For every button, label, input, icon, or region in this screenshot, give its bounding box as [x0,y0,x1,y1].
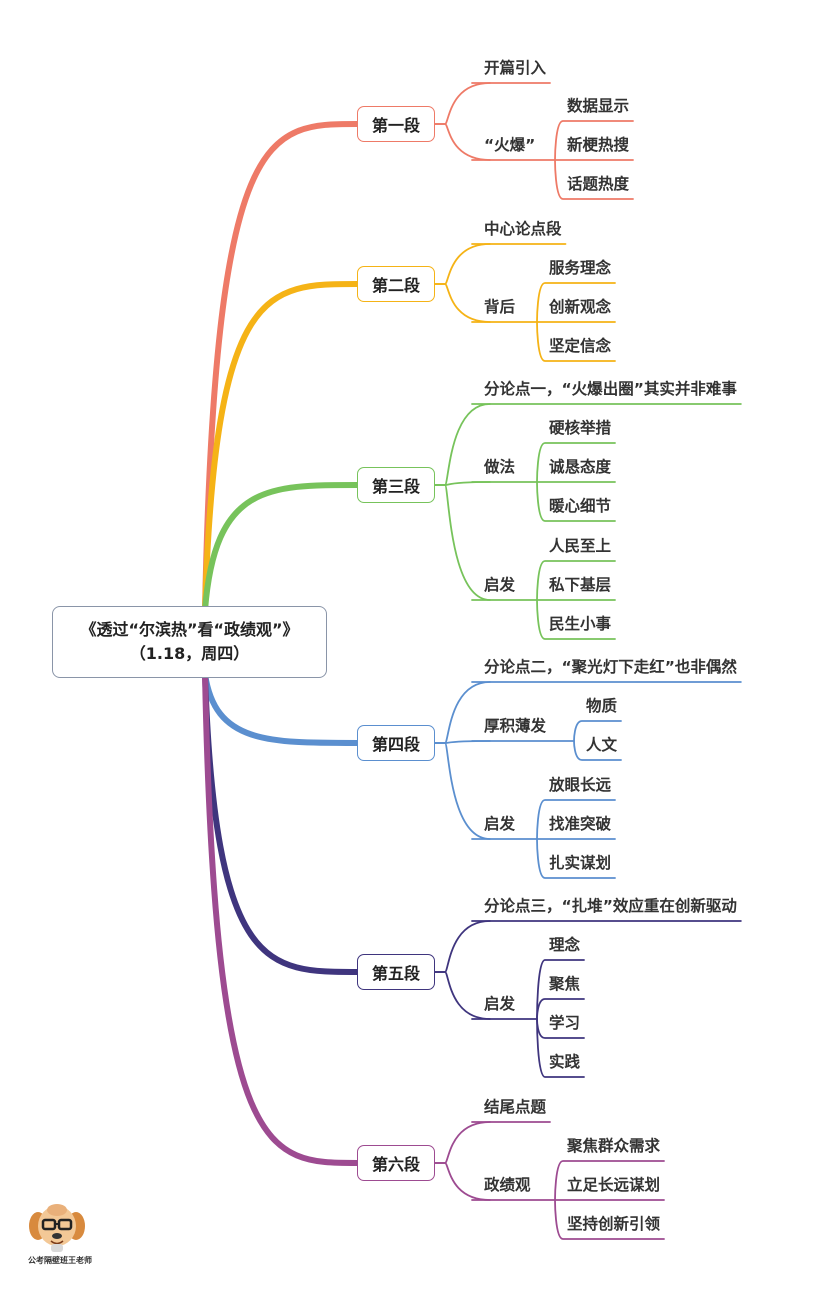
branch-connector [434,742,491,840]
branch-label-1-1[interactable]: 开篇引入 [484,59,547,77]
leaf-label-5-2-4[interactable]: 实践 [549,1053,581,1071]
branch-connector [434,920,491,973]
watermark-text: 公考隔壁班王老师 [28,1256,92,1265]
branch-label-5-1[interactable]: 分论点三，“扎堆”效应重在创新驱动 [484,897,737,915]
trunk-connector [202,671,360,975]
leaf-label-3-3-2[interactable]: 私下基层 [549,576,612,594]
trunk-connector [202,482,360,613]
leaf-label-4-2-1[interactable]: 物质 [586,697,618,715]
branch-label-2-2[interactable]: 背后 [484,298,516,316]
branch-label-4-2[interactable]: 厚积薄发 [484,717,547,735]
branch-connector [434,971,491,1020]
section-node-5[interactable]: 第五段 [357,954,435,990]
leaf-label-2-2-3[interactable]: 坚定信念 [549,337,612,355]
section-node-3[interactable]: 第三段 [357,467,435,503]
leaf-label-4-3-3[interactable]: 扎实谋划 [549,854,612,872]
leaf-connector [536,599,616,640]
leaf-connector [573,740,622,761]
branch-connector [434,123,491,161]
leaf-label-2-2-1[interactable]: 服务理念 [549,259,612,277]
branch-connector [434,681,491,744]
branch-connector [434,1162,491,1201]
branch-label-4-3[interactable]: 启发 [484,815,516,833]
leaf-label-6-2-1[interactable]: 聚焦群众需求 [567,1137,661,1155]
root-subtitle: （1.18，周四） [129,644,250,663]
branch-label-5-2[interactable]: 启发 [484,995,516,1013]
leaf-label-1-2-1[interactable]: 数据显示 [567,97,630,115]
trunk-connector [202,281,360,613]
leaf-connector [536,481,616,522]
section-node-4[interactable]: 第四段 [357,725,435,761]
branch-label-6-2[interactable]: 政绩观 [484,1176,531,1194]
branch-connector [434,484,491,601]
root-node[interactable]: 《透过“尔滨热”看“政绩观”》 （1.18，周四） [52,606,327,678]
leaf-label-3-3-1[interactable]: 人民至上 [549,537,612,555]
leaf-label-4-2-2[interactable]: 人文 [586,736,618,754]
leaf-label-2-2-2[interactable]: 创新观念 [549,298,612,316]
section-node-6[interactable]: 第六段 [357,1145,435,1181]
leaf-label-3-2-1[interactable]: 硬核举措 [549,419,612,437]
branch-connector [434,1121,491,1164]
leaf-label-1-2-3[interactable]: 话题热度 [567,175,630,193]
leaf-label-6-2-3[interactable]: 坚持创新引领 [567,1215,661,1233]
root-title: 《透过“尔滨热”看“政绩观”》 [80,620,299,639]
leaf-connector [554,120,634,161]
trunk-connector [202,671,360,1166]
section-node-1[interactable]: 第一段 [357,106,435,142]
dog-mascot-icon [29,1204,85,1252]
leaf-label-4-3-1[interactable]: 放眼长远 [549,776,612,794]
leaf-label-6-2-2[interactable]: 立足长远谋划 [567,1176,661,1194]
branch-connector [434,82,491,125]
leaf-connector [554,1160,665,1201]
trunk-connector [202,671,360,746]
section-node-2[interactable]: 第二段 [357,266,435,302]
branch-connector [434,243,491,285]
leaf-label-4-3-2[interactable]: 找准突破 [549,815,612,833]
branch-label-3-2[interactable]: 做法 [484,458,516,476]
branch-label-6-1[interactable]: 结尾点题 [484,1098,547,1116]
branch-connector [434,403,491,486]
leaf-connector [536,838,616,879]
leaf-connector [554,159,634,200]
branch-label-3-1[interactable]: 分论点一，“火爆出圈”其实并非难事 [484,380,737,398]
branch-connector [434,283,491,323]
branch-label-3-3[interactable]: 启发 [484,576,516,594]
leaf-connector [536,1018,585,1078]
branch-label-1-2[interactable]: “火爆” [484,136,536,154]
leaf-connector [536,560,616,601]
leaf-connector [536,282,616,323]
leaf-label-5-2-2[interactable]: 聚焦 [549,975,581,993]
leaf-label-3-3-3[interactable]: 民生小事 [549,615,612,633]
leaf-connector [554,1199,665,1240]
leaf-connector [536,799,616,840]
leaf-label-3-2-3[interactable]: 暖心细节 [549,497,612,515]
leaf-connector [536,442,616,483]
trunk-connector [202,121,360,613]
leaf-label-5-2-3[interactable]: 学习 [549,1014,581,1032]
branch-label-4-1[interactable]: 分论点二，“聚光灯下走红”也非偶然 [484,658,737,676]
leaf-connector [536,321,616,362]
branch-label-2-1[interactable]: 中心论点段 [484,220,562,238]
leaf-label-5-2-1[interactable]: 理念 [549,936,581,954]
leaf-label-3-2-2[interactable]: 诚恳态度 [549,458,612,476]
leaf-label-1-2-2[interactable]: 新梗热搜 [567,136,630,154]
